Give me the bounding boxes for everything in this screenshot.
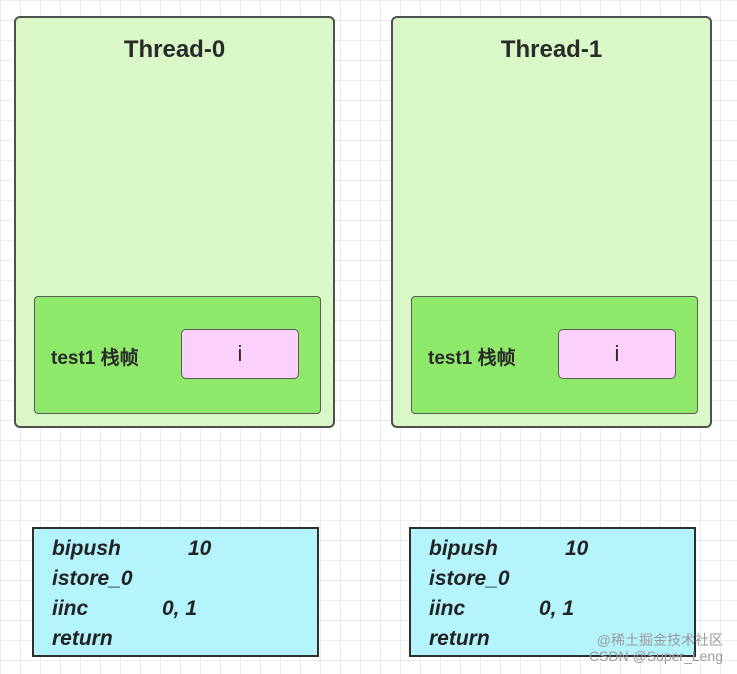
bytecode-op: bipush <box>429 537 498 560</box>
thread-0-stack-frame: test1 栈帧 i <box>34 296 321 414</box>
bytecode-arg: 0, 1 <box>162 597 198 620</box>
thread-1-local-variable: i <box>558 329 676 379</box>
bytecode-line: istore_0 <box>429 564 694 594</box>
watermark: @稀土掘金技术社区 CSDN @Super_Leng <box>589 632 723 664</box>
watermark-line-2: CSDN @Super_Leng <box>588 648 723 664</box>
thread-1-stack-frame: test1 栈帧 i <box>411 296 698 414</box>
bytecode-arg: 10 <box>188 537 212 560</box>
thread-1-title: Thread-1 <box>500 36 603 63</box>
bytecode-op: return <box>429 627 490 650</box>
bytecode-op: istore_0 <box>429 567 510 590</box>
bytecode-line: return <box>429 624 694 654</box>
bytecode-line: iinc 0, 1 <box>429 594 694 624</box>
bytecode-line: istore_0 <box>52 564 317 594</box>
thread-1-box: Thread-1 test1 栈帧 i <box>391 16 712 428</box>
thread-1-bytecode: bipush 10 istore_0 iinc 0, 1 return <box>409 527 696 657</box>
bytecode-line: iinc 0, 1 <box>52 594 317 624</box>
thread-0-bytecode: bipush 10 istore_0 iinc 0, 1 return <box>32 527 319 657</box>
bytecode-op: bipush <box>52 537 121 560</box>
bytecode-op: istore_0 <box>52 567 133 590</box>
bytecode-line: bipush 10 <box>429 534 694 564</box>
thread-0-frame-label: test1 栈帧 <box>51 348 139 369</box>
thread-1-frame-label: test1 栈帧 <box>428 348 516 369</box>
watermark-line-1: @稀土掘金技术社区 <box>596 632 723 648</box>
thread-0-box: Thread-0 test1 栈帧 i <box>14 16 335 428</box>
thread-0-title: Thread-0 <box>123 36 226 63</box>
bytecode-arg: 10 <box>565 537 589 560</box>
thread-0-local-variable: i <box>181 329 299 379</box>
bytecode-op: iinc <box>429 597 466 620</box>
bytecode-line: bipush 10 <box>52 534 317 564</box>
bytecode-op: return <box>52 627 113 650</box>
bytecode-arg: 0, 1 <box>539 597 575 620</box>
bytecode-op: iinc <box>52 597 89 620</box>
bytecode-line: return <box>52 624 317 654</box>
